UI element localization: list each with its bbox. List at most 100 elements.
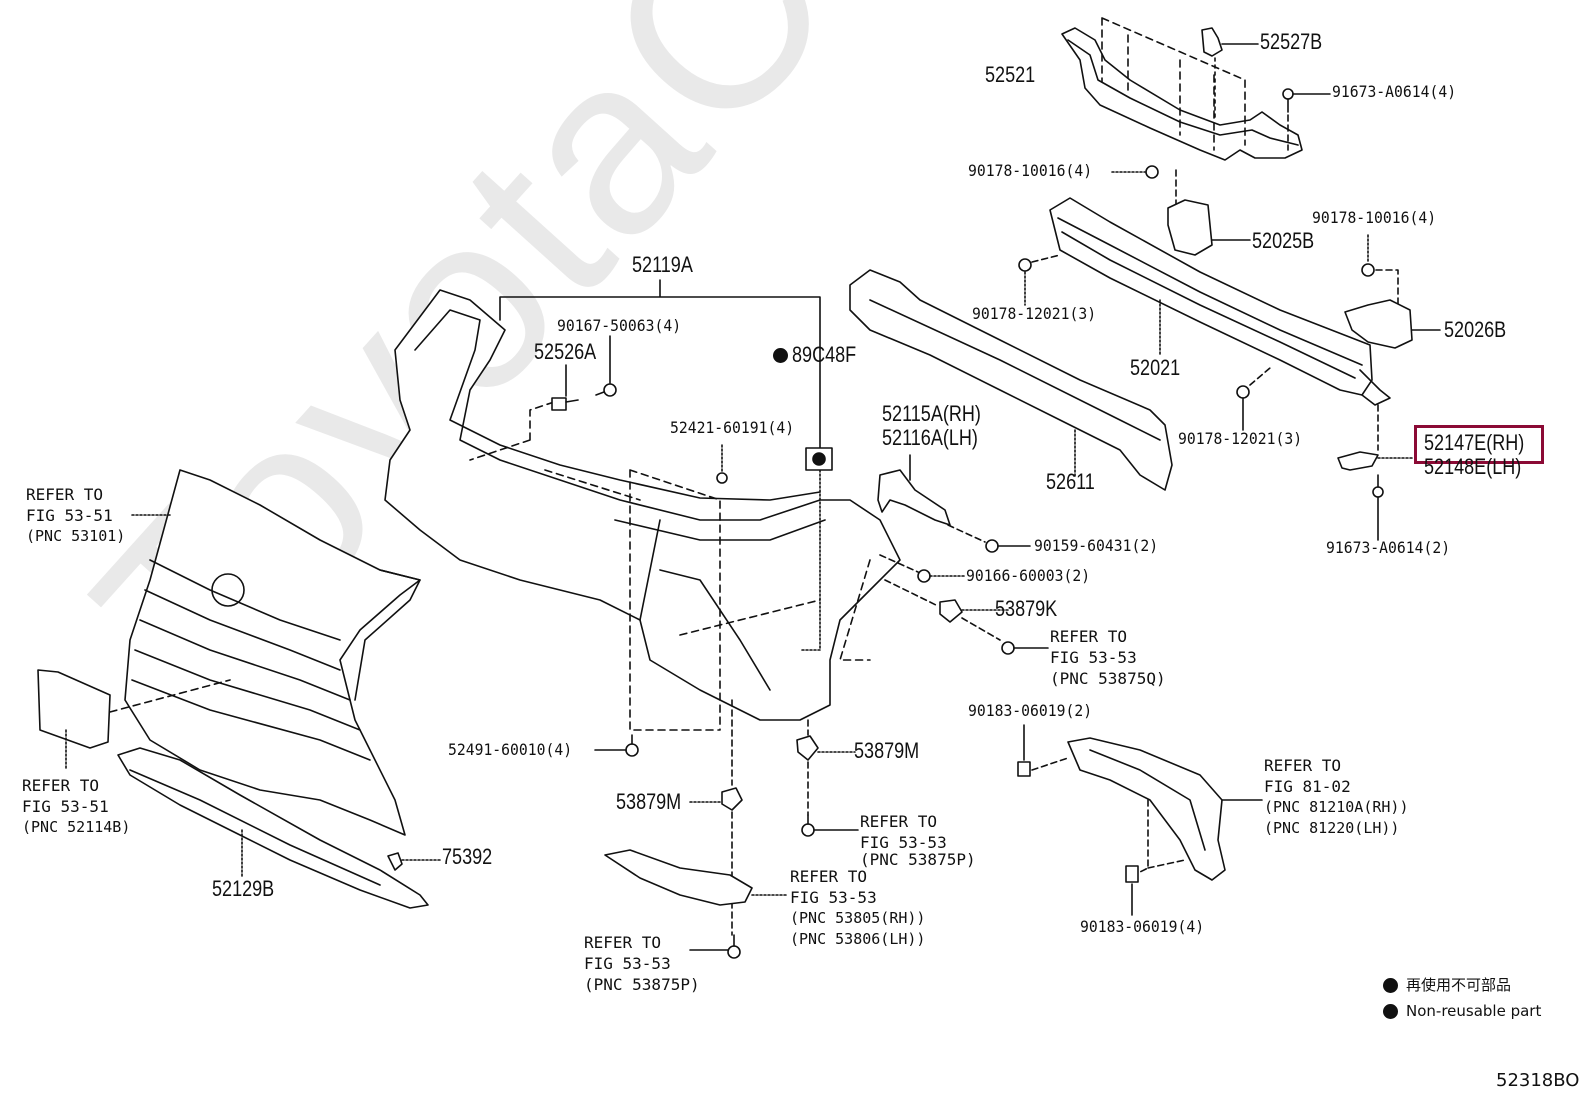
grille-assembly[interactable]: [124, 469, 421, 836]
part-52115A-side-support[interactable]: [877, 454, 986, 543]
part-52026B-bracket[interactable]: [1344, 299, 1441, 349]
license-plate-bracket[interactable]: [37, 669, 231, 771]
reference-plate[interactable]: REFER TO FIG 53-51 (PNC 52114B): [22, 775, 130, 838]
clip-52526A[interactable]: [551, 364, 579, 411]
reference-clip-53875Q[interactable]: REFER TO FIG 53-53 (PNC 53875Q): [1050, 626, 1166, 689]
fog-lamp-bracket[interactable]: [1067, 737, 1263, 881]
clip-53879K[interactable]: [884, 579, 1011, 641]
label-52021[interactable]: 52021: [1130, 355, 1181, 380]
bolt-refer-53875P-right[interactable]: [801, 814, 859, 837]
legend-item: 再使用不可部品: [1383, 972, 1541, 998]
ref-line: (PNC 53101): [26, 527, 126, 545]
label-52119A[interactable]: 52119A: [632, 252, 693, 277]
ref-line: REFER TO: [22, 776, 100, 795]
clip-53879M-left[interactable]: [689, 699, 743, 936]
highlight-box: [1414, 425, 1544, 464]
ref-line: REFER TO: [790, 867, 868, 886]
bracket-89C48F[interactable]: [805, 447, 833, 471]
part-52611-absorber[interactable]: [849, 269, 1173, 491]
label-53879M-right[interactable]: 53879M: [854, 738, 920, 763]
ref-line: (PNC 53806(LH)): [790, 930, 926, 948]
label-52025B[interactable]: 52025B: [1252, 228, 1315, 253]
clip-53879M-right[interactable]: [796, 719, 856, 816]
label-52026B[interactable]: 52026B: [1444, 317, 1507, 342]
reference-undercover[interactable]: REFER TO FIG 53-53 (PNC 53805(RH)) (PNC …: [790, 866, 925, 950]
ref-line: REFER TO: [584, 933, 662, 952]
ref-line: (PNC 81210A(RH)): [1264, 798, 1409, 816]
nut-90166-60003[interactable]: [879, 554, 966, 583]
label-90178-10016-4-right[interactable]: 90178-10016(4): [1312, 208, 1437, 227]
label-90183-06019-4[interactable]: 90183-06019(4): [1080, 917, 1205, 936]
part-52021-reinforcement[interactable]: [1049, 197, 1391, 406]
part-52527B-bracket[interactable]: [1201, 27, 1259, 121]
label-91673-A0614-2[interactable]: 91673-A0614(2): [1326, 538, 1451, 557]
part-52119A-bumper-cover[interactable]: [384, 279, 901, 731]
ref-line: REFER TO: [26, 485, 104, 504]
label-90183-06019-2[interactable]: 90183-06019(2): [968, 701, 1093, 720]
ref-line: (PNC 81220(LH)): [1264, 819, 1400, 837]
reference-bolt-53875P-bottom[interactable]: REFER TO FIG 53-53 (PNC 53875P): [584, 932, 700, 995]
label-52491-60010-4[interactable]: 52491-60010(4): [448, 740, 573, 759]
label-52147E-RH[interactable]: 52147E(RH): [1424, 430, 1525, 455]
reference-bolt-53875P-right[interactable]: REFER TO FIG 53-53 (PNC 53875P): [860, 811, 976, 870]
undercover-part[interactable]: [604, 849, 789, 906]
part-52147E-bracket[interactable]: [1337, 404, 1413, 471]
legend: 再使用不可部品 Non-reusable part: [1383, 972, 1541, 1024]
filled-circle-icon: [1383, 977, 1398, 993]
ref-line: (PNC 53805(RH)): [790, 909, 926, 927]
ref-line: (PNC 52114B): [22, 818, 131, 836]
nut-90178-10016-left[interactable]: [1111, 165, 1177, 206]
nut-refer-53875Q[interactable]: [1001, 641, 1049, 655]
label-90159-60431-2[interactable]: 90159-60431(2): [1034, 536, 1159, 555]
nut-90178-12021-bottom[interactable]: [1236, 367, 1271, 431]
bolt-91673-A0614-top[interactable]: [1282, 88, 1331, 151]
label-91673-A0614-4[interactable]: 91673-A0614(4): [1332, 82, 1457, 101]
reference-grille[interactable]: REFER TO FIG 53-51 (PNC 53101): [26, 484, 125, 547]
ref-line: FIG 53-51: [22, 797, 109, 816]
ref-line: (PNC 53875Q): [1050, 669, 1166, 688]
nut-90183-06019-top[interactable]: [1017, 724, 1069, 777]
reference-fog-lamp[interactable]: REFER TO FIG 81-02 (PNC 81210A(RH)) (PNC…: [1264, 755, 1409, 839]
label-90178-10016-4-left[interactable]: 90178-10016(4): [968, 161, 1093, 180]
label-52148E-LH[interactable]: 52148E(LH): [1424, 454, 1522, 479]
label-90178-12021-3-top[interactable]: 90178-12021(3): [972, 304, 1097, 323]
label-53879K[interactable]: 53879K: [995, 596, 1058, 621]
nut-90178-12021-top[interactable]: [1018, 254, 1061, 306]
ref-line: REFER TO: [860, 812, 938, 831]
label-90167-50063-4[interactable]: 90167-50063(4): [557, 316, 682, 335]
legend-item: Non-reusable part: [1383, 998, 1541, 1024]
legend-text-en: Non-reusable part: [1406, 1002, 1542, 1020]
clip-75392[interactable]: [387, 852, 441, 871]
part-52129B-lower-garnish[interactable]: [117, 747, 429, 909]
label-53879M-left[interactable]: 53879M: [616, 789, 682, 814]
ref-line: FIG 53-51: [26, 506, 113, 525]
label-89C48F[interactable]: 89C48F: [792, 342, 857, 367]
non-reusable-marker-icon: [773, 348, 788, 363]
nut-90178-10016-right[interactable]: [1361, 234, 1399, 311]
label-52527B[interactable]: 52527B: [1260, 29, 1323, 54]
ref-line: FIG 53-53: [584, 954, 671, 973]
label-52115A-RH[interactable]: 52115A(RH): [882, 401, 981, 426]
label-90166-60003-2[interactable]: 90166-60003(2): [966, 566, 1091, 585]
label-52116A-LH[interactable]: 52116A(LH): [882, 425, 978, 450]
label-52521[interactable]: 52521: [985, 62, 1036, 87]
bolt-52491-60010[interactable]: [594, 734, 639, 757]
screw-90159-60431[interactable]: [985, 539, 1031, 553]
label-52129B[interactable]: 52129B: [212, 876, 275, 901]
legend-text-jp: 再使用不可部品: [1406, 976, 1512, 994]
bolt-91673-A0614-bottom[interactable]: [1372, 474, 1384, 541]
ref-line: (PNC 53875P): [584, 975, 700, 994]
label-75392[interactable]: 75392: [442, 844, 493, 869]
label-90178-12021-3-bottom[interactable]: 90178-12021(3): [1178, 429, 1303, 448]
part-52025B-bracket[interactable]: [1167, 199, 1251, 256]
filled-circle-icon: [1383, 1003, 1398, 1019]
label-52421-60191-4[interactable]: 52421-60191(4): [670, 418, 795, 437]
label-52526A[interactable]: 52526A: [534, 339, 597, 364]
part-52521-upper-support[interactable]: [1061, 17, 1303, 161]
bolt-refer-53875P-bottom[interactable]: [689, 934, 741, 959]
label-52611[interactable]: 52611: [1046, 469, 1095, 494]
clip-52421-60191[interactable]: [716, 444, 728, 484]
ref-line: FIG 53-53: [1050, 648, 1137, 667]
nut-90183-06019-bottom[interactable]: [1125, 865, 1139, 916]
screw-90167-50063[interactable]: [595, 335, 617, 397]
